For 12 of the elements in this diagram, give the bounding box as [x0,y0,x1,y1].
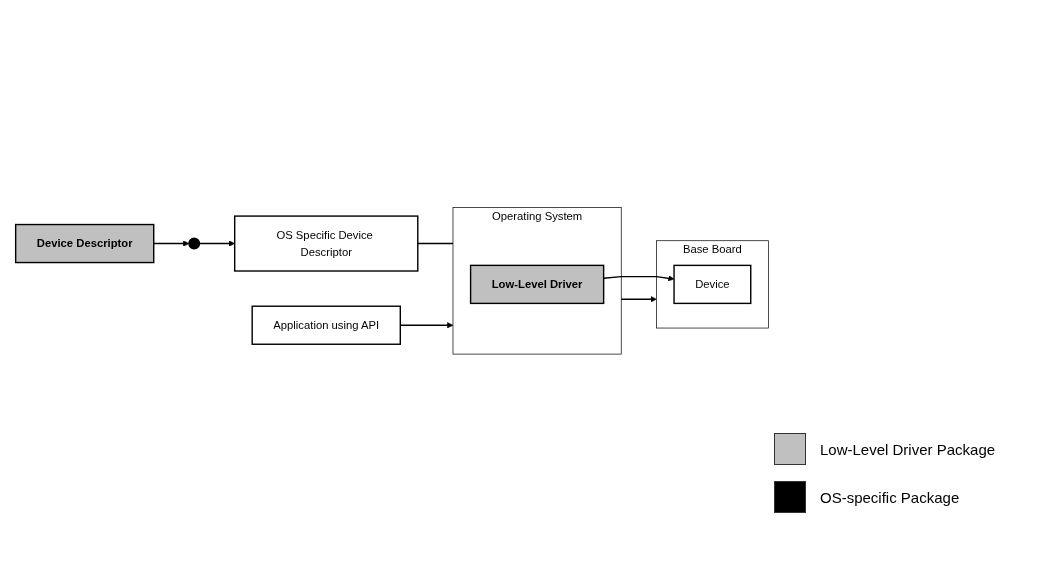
node-box: Low-Level Driver [469,264,605,304]
node-box: OS Specific Device Descriptor [234,215,419,272]
arrow [620,295,657,302]
arrow [153,240,190,247]
node-box: Device [673,264,752,304]
legend-label: Low-Level Driver Package [820,440,996,458]
arrow [198,240,235,247]
node-box: Device Descriptor [14,223,155,263]
node-circle [188,237,201,250]
node-box: Application using API [251,305,401,345]
legend-label: OS-specific Package [820,488,960,506]
connector [417,242,454,244]
